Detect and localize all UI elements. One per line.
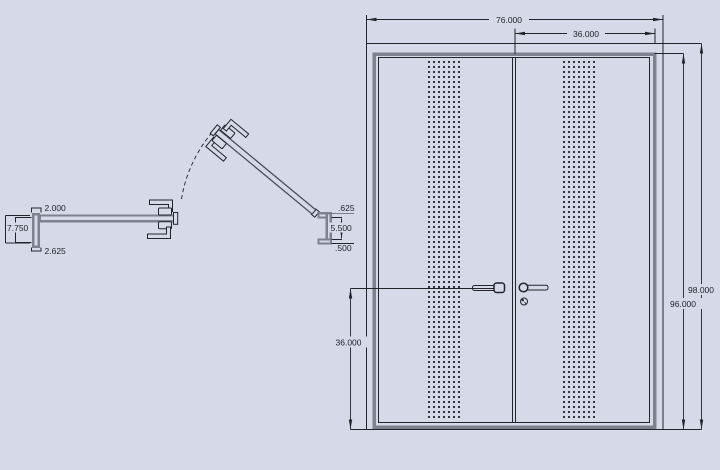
right-door-handle bbox=[518, 282, 549, 293]
door-slab-open bbox=[205, 118, 320, 218]
closed-door-handle-plan bbox=[147, 199, 179, 239]
dim-strike-jamb-web: 5.500 bbox=[329, 218, 354, 239]
right-handle-rose bbox=[518, 282, 529, 293]
dim-label-hinge-jamb-width: 2.000 bbox=[45, 203, 67, 213]
rough-opening-outline bbox=[366, 43, 664, 430]
dim-hinge-jamb-depth: 7.750 bbox=[5, 215, 30, 244]
strike-jamb-stop-bottom bbox=[317, 238, 333, 245]
door-frame bbox=[372, 52, 657, 429]
door-slab-closed bbox=[38, 214, 178, 223]
dim-overall-width: 76.000 bbox=[366, 14, 664, 44]
strike-jamb-plan bbox=[317, 212, 333, 245]
dim-label-strike-jamb-return: .500 bbox=[335, 243, 352, 253]
dim-handle-height: 36.000 bbox=[330, 288, 367, 430]
door-plan-view: 2.000 7.750 2.625 .625 5.500 .500 bbox=[5, 118, 355, 256]
dim-overall-height: 98.000 bbox=[663, 43, 720, 430]
rose-upper bbox=[158, 207, 172, 216]
dim-label-handle-height: 36.000 bbox=[336, 338, 362, 348]
dim-leaf-width: 36.000 bbox=[514, 28, 656, 54]
left-lever-bar bbox=[472, 285, 497, 291]
dim-frame-height: 96.000 bbox=[654, 53, 703, 430]
perforated-strip-right bbox=[562, 60, 598, 421]
dim-label-strike-jamb-stop: .625 bbox=[338, 203, 355, 213]
door-edge-cap bbox=[173, 212, 179, 225]
dim-hinge-jamb-width: 2.000 bbox=[31, 203, 67, 213]
dim-label-hinge-jamb-depth: 7.750 bbox=[7, 223, 29, 233]
lock-cylinder-icon bbox=[520, 297, 528, 306]
perforated-strip-left bbox=[427, 60, 463, 421]
dim-strike-jamb-stop: .625 bbox=[331, 203, 355, 218]
dim-label-hinge-jamb-return: 2.625 bbox=[45, 246, 67, 256]
dim-label-strike-jamb-web: 5.500 bbox=[331, 223, 353, 233]
dim-label-frame-height: 96.000 bbox=[670, 299, 696, 309]
dim-label-leaf-width: 36.000 bbox=[573, 29, 599, 39]
door-swing-arc bbox=[181, 131, 213, 200]
hinge-jamb-bar bbox=[32, 213, 40, 248]
left-door-handle bbox=[350, 282, 506, 294]
dim-strike-jamb-return: .500 bbox=[331, 238, 354, 253]
open-door-panel bbox=[214, 128, 317, 216]
open-door-edge-cap bbox=[209, 124, 222, 137]
door-elevation-view: 76.000 36.000 98.000 96.000 bbox=[330, 14, 720, 430]
lever-lower bbox=[147, 226, 171, 239]
dim-label-overall-height: 98.000 bbox=[688, 285, 714, 295]
open-lever-lower bbox=[222, 118, 250, 139]
dim-label-overall-width: 76.000 bbox=[496, 15, 522, 25]
open-rose-upper bbox=[211, 135, 227, 149]
frame-inner-edge bbox=[378, 57, 650, 423]
left-handle-rose bbox=[493, 282, 506, 294]
dim-hinge-jamb-return: 2.625 bbox=[31, 246, 67, 256]
